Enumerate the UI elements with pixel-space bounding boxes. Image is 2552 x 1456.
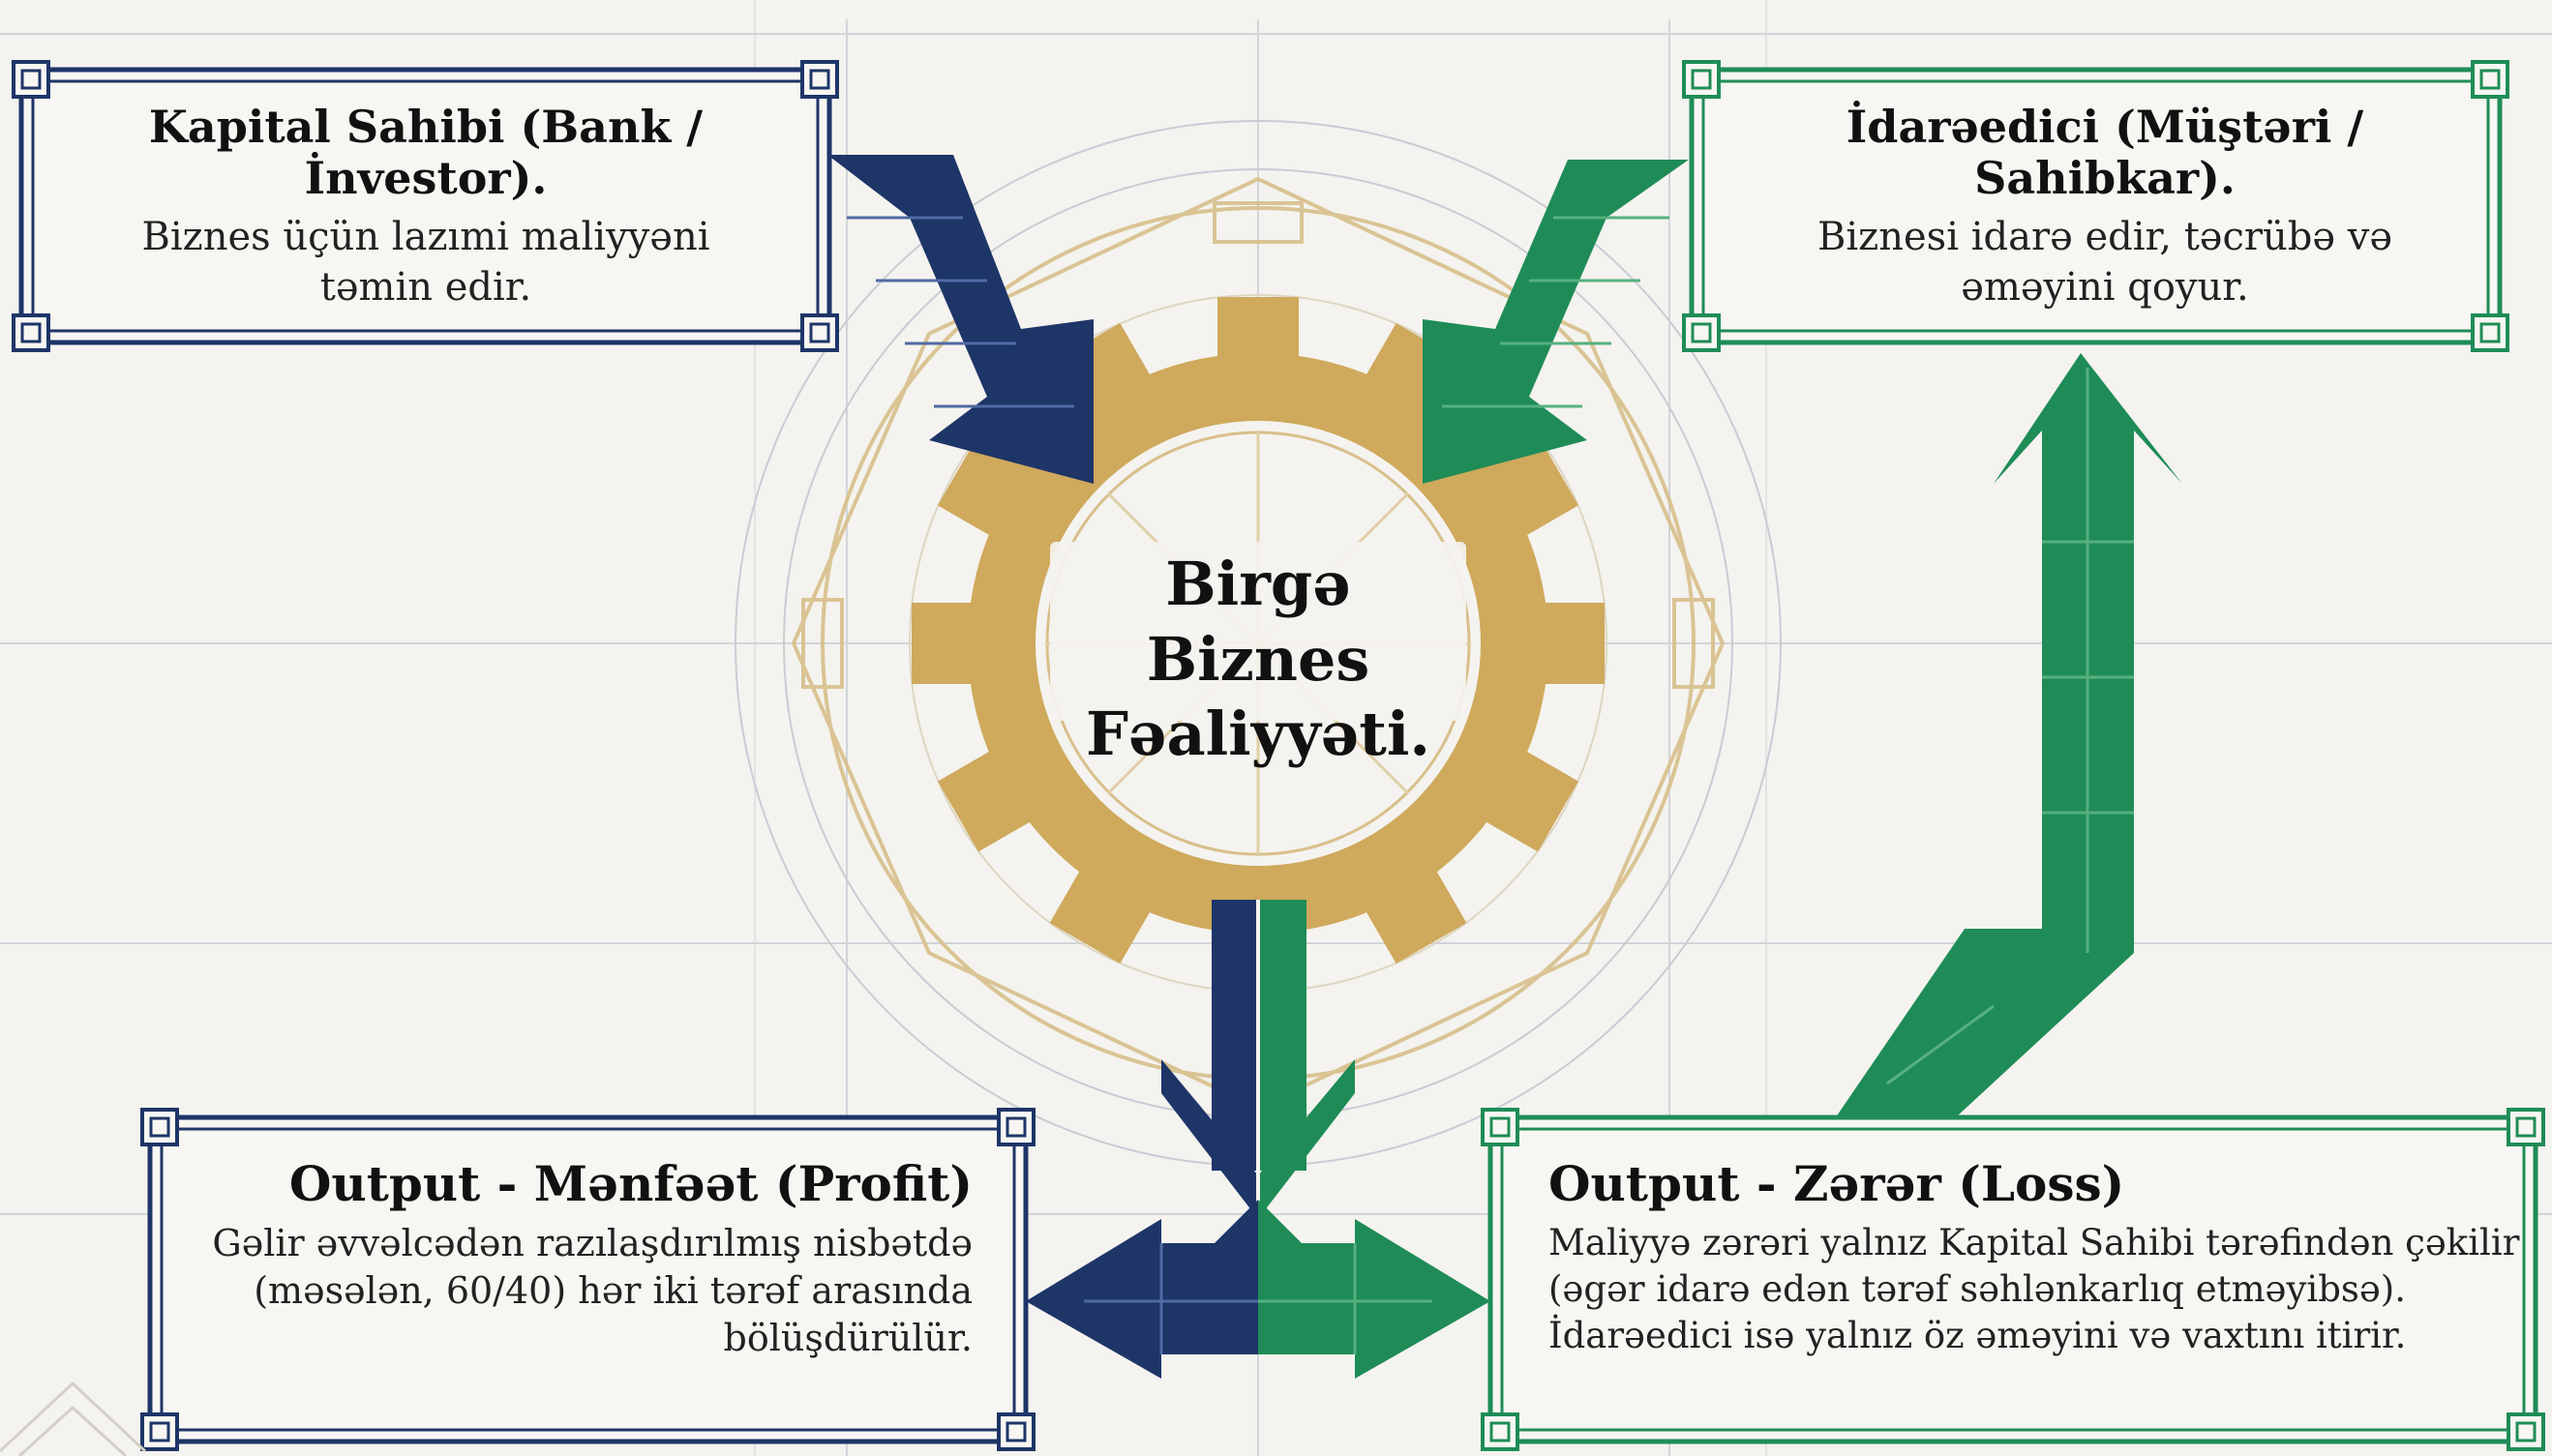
- loss-frame: [1481, 1108, 2545, 1451]
- profit-title: Output - Mənfəət (Profit): [288, 1155, 973, 1212]
- capital-owner-box: Kapital Sahibi (Bank / İnvestor). Biznes…: [39, 102, 813, 310]
- manager-box: İdarəedici (Müştəri / Sahibkar). Biznesi…: [1718, 102, 2492, 310]
- manager-input-arrow-icon: [1423, 160, 1689, 484]
- center-label-panel: [1050, 542, 1466, 721]
- output-shaft-icon: [1161, 900, 1355, 1219]
- profit-output-arrow-icon: [1026, 1200, 1258, 1379]
- loss-feedback-arrow-icon: [1829, 353, 2182, 1127]
- loss-output-arrow-icon: [1258, 1200, 1490, 1379]
- manager-frame: [1682, 60, 2509, 352]
- profit-box: Output - Mənfəət (Profit) Gəlir əvvəlcəd…: [179, 1156, 973, 1417]
- loss-text: Maliyyə zərəri yalnız Kapital Sahibi tər…: [1548, 1221, 2520, 1356]
- capital-owner-title: Kapital Sahibi (Bank / İnvestor).: [148, 101, 704, 204]
- manager-text: Biznesi idarə edir, təcrübə və əməyini q…: [1816, 214, 2392, 310]
- profit-text: Gəlir əvvəlcədən razılaşdırılmış nisbətd…: [212, 1221, 973, 1360]
- profit-frame: [140, 1108, 1036, 1451]
- capital-owner-frame: [12, 60, 839, 352]
- loss-title: Output - Zərər (Loss): [1548, 1155, 2125, 1212]
- center-title: Birgə Biznes Fəaliyyəti.: [1085, 549, 1430, 769]
- loss-box: Output - Zərər (Loss) Maliyyə zərəri yal…: [1548, 1156, 2536, 1417]
- capital-input-arrow-icon: [827, 155, 1094, 484]
- corner-ornament: [0, 1381, 147, 1456]
- capital-owner-text: Biznes üçün lazımi maliyyəni təmin edir.: [141, 214, 710, 310]
- manager-title: İdarəedici (Müştəri / Sahibkar).: [1846, 101, 2364, 204]
